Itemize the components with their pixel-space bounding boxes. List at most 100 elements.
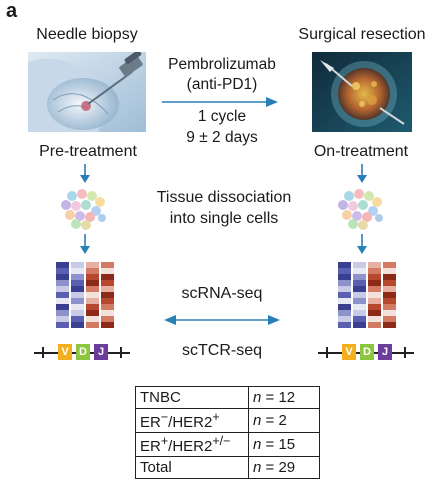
cohort-count: n = 15 xyxy=(248,432,320,457)
dissociation-line2: into single cells xyxy=(169,210,279,227)
cell-cluster-right xyxy=(338,189,383,230)
heatmap-cell xyxy=(353,292,366,298)
heatmap-cell xyxy=(338,304,351,310)
heatmap-cell xyxy=(353,298,366,304)
heatmap-cell xyxy=(383,274,396,280)
heatmap-cell xyxy=(353,322,366,328)
heatmap-cell xyxy=(383,298,396,304)
heatmap-cell xyxy=(338,286,351,292)
heatmap-cell xyxy=(86,280,99,286)
heatmap-cell xyxy=(86,274,99,280)
heatmap-cell xyxy=(101,316,114,322)
treatment-cycles: 1 cycle xyxy=(197,108,247,125)
heatmap-cell xyxy=(86,310,99,316)
heatmap-cell xyxy=(86,316,99,322)
heatmap-cell xyxy=(368,262,381,268)
heatmap-cell xyxy=(368,310,381,316)
heatmap-cell xyxy=(71,292,84,298)
heatmap-cell xyxy=(71,316,84,322)
heatmap-cell xyxy=(383,304,396,310)
heatmap-cell xyxy=(353,274,366,280)
cohort-subtype: Total xyxy=(135,456,249,479)
heatmap-cell xyxy=(86,286,99,292)
heatmap-cell xyxy=(86,304,99,310)
heatmap-cell xyxy=(338,262,351,268)
left-title: Needle biopsy xyxy=(36,26,138,43)
surgical-resection-image xyxy=(312,52,412,132)
d-segment: D xyxy=(76,344,90,360)
cohort-subtype: TNBC xyxy=(135,386,249,409)
heatmap-cell xyxy=(86,292,99,298)
down-arrow-left-2 xyxy=(80,234,90,254)
heatmap-cell xyxy=(383,280,396,286)
heatmap-cell xyxy=(56,268,69,274)
heatmap-cell xyxy=(353,286,366,292)
heatmap-cell xyxy=(101,292,114,298)
heatmap-cell xyxy=(383,316,396,322)
right-stage: On-treatment xyxy=(313,143,409,160)
heatmap-cell xyxy=(56,310,69,316)
heatmap-cell xyxy=(101,286,114,292)
v-segment: V xyxy=(58,344,72,360)
vdj-construct-right: V D J xyxy=(318,344,414,360)
cohort-row: ER+/HER2+/−n = 15 xyxy=(135,432,320,457)
heatmap-cell xyxy=(86,298,99,304)
cohort-subtype: ER−/HER2+ xyxy=(135,408,249,433)
heatmap-cell xyxy=(71,262,84,268)
heatmap-cell xyxy=(101,274,114,280)
heatmap-cell xyxy=(101,268,114,274)
sequencing-rna: scRNA-seq xyxy=(181,285,263,302)
treatment-duration: 9 ± 2 days xyxy=(186,129,258,146)
heatmap-cell xyxy=(353,262,366,268)
heatmap-cell xyxy=(338,298,351,304)
sequencing-tcr: scTCR-seq xyxy=(181,342,262,359)
heatmap-cell xyxy=(338,322,351,328)
heatmap-cell xyxy=(353,280,366,286)
heatmap-cell xyxy=(71,280,84,286)
heatmap-cell xyxy=(338,268,351,274)
heatmap-cell xyxy=(71,304,84,310)
j-segment: J xyxy=(94,344,108,360)
cohort-subtype: ER+/HER2+/− xyxy=(135,432,249,457)
heatmap-cell xyxy=(353,316,366,322)
heatmap-cell xyxy=(368,292,381,298)
heatmap-cell xyxy=(338,274,351,280)
heatmap-cell xyxy=(71,310,84,316)
cohort-count: n = 29 xyxy=(248,456,320,479)
heatmap-left xyxy=(56,262,114,328)
heatmap-right xyxy=(338,262,396,328)
cohort-row: ER−/HER2+n = 2 xyxy=(135,408,320,433)
heatmap-cell xyxy=(71,268,84,274)
down-arrow-right-1 xyxy=(357,164,367,183)
down-arrow-left-1 xyxy=(80,164,90,183)
heatmap-cell xyxy=(56,292,69,298)
heatmap-cell xyxy=(368,268,381,274)
j-segment: J xyxy=(378,344,392,360)
heatmap-cell xyxy=(368,280,381,286)
heatmap-cell xyxy=(56,262,69,268)
heatmap-cell xyxy=(56,304,69,310)
heatmap-cell xyxy=(86,322,99,328)
heatmap-cell xyxy=(86,262,99,268)
panel-label: a xyxy=(6,0,18,22)
heatmap-cell xyxy=(383,268,396,274)
heatmap-cell xyxy=(383,292,396,298)
heatmap-cell xyxy=(86,268,99,274)
heatmap-cell xyxy=(353,304,366,310)
heatmap-cell xyxy=(71,322,84,328)
sequencing-double-arrow xyxy=(164,315,280,325)
heatmap-cell xyxy=(353,310,366,316)
left-stage: Pre-treatment xyxy=(39,143,137,160)
heatmap-cell xyxy=(383,262,396,268)
heatmap-cell xyxy=(56,274,69,280)
heatmap-cell xyxy=(338,280,351,286)
heatmap-cell xyxy=(368,274,381,280)
heatmap-cell xyxy=(338,292,351,298)
heatmap-cell xyxy=(338,316,351,322)
heatmap-cell xyxy=(71,298,84,304)
d-segment: D xyxy=(360,344,374,360)
heatmap-cell xyxy=(383,310,396,316)
